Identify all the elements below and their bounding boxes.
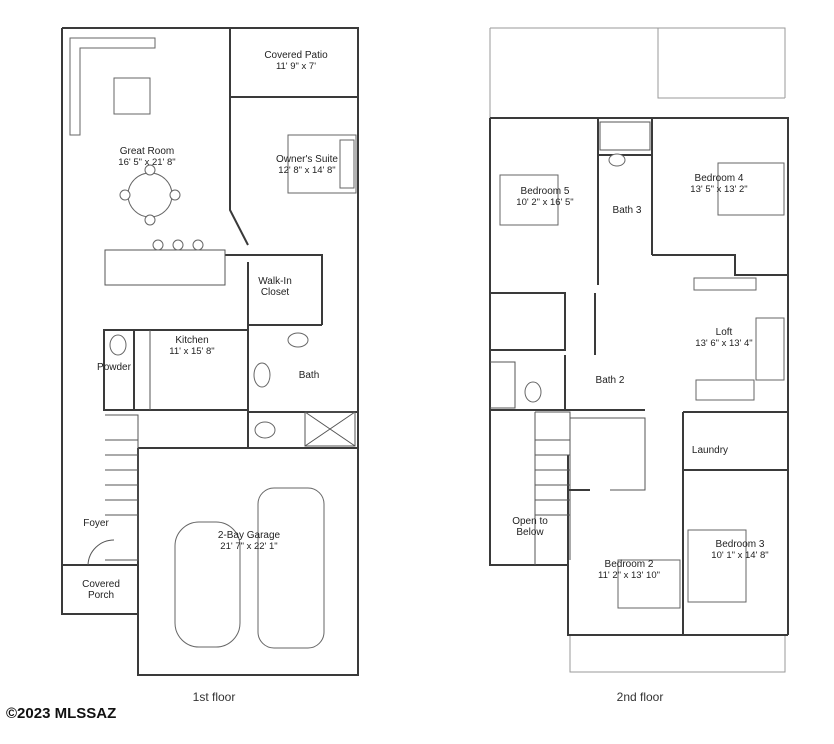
room-dims-garage: 21' 7" x 22' 1": [220, 541, 277, 552]
room-name-walk-in-closet: Closet: [261, 287, 290, 298]
room-name-bedroom5: Bedroom 5: [521, 186, 570, 197]
first-floor-plan: [61, 27, 359, 676]
room-name-bath: Bath: [299, 370, 320, 381]
room-dims-bedroom2: 11' 2" x 13' 10": [598, 570, 660, 581]
room-dims-owners-suite: 12' 8" x 14' 8": [278, 165, 335, 176]
copyright-watermark: ©2023 MLSSAZ: [6, 705, 116, 722]
room-name-open-to-below: Open to: [512, 516, 548, 527]
room-name-powder: Powder: [97, 362, 132, 373]
room-name-walk-in-closet: Walk-In: [258, 276, 292, 287]
room-name-bedroom3: Bedroom 3: [716, 539, 765, 550]
room-name-covered-patio: Covered Patio: [264, 50, 328, 61]
room-name-owners-suite: Owner's Suite: [276, 154, 338, 165]
room-name-open-to-below: Below: [516, 527, 544, 538]
first-floor-caption: 1st floor: [193, 690, 236, 704]
room-dims-covered-patio: 11' 9" x 7': [276, 61, 316, 72]
room-name-garage: 2-Bay Garage: [218, 530, 281, 541]
room-dims-bedroom5: 10' 2" x 16' 5": [516, 197, 573, 208]
room-name-loft: Loft: [716, 327, 733, 338]
room-dims-loft: 13' 6" x 13' 4": [695, 338, 752, 349]
room-name-covered-porch: Porch: [88, 590, 114, 601]
room-name-foyer: Foyer: [83, 518, 109, 529]
room-dims-bedroom4: 13' 5" x 13' 2": [690, 184, 747, 195]
room-name-bath2: Bath 2: [596, 375, 625, 386]
room-name-kitchen: Kitchen: [175, 335, 208, 346]
room-name-bath3: Bath 3: [613, 205, 642, 216]
room-dims-bedroom3: 10' 1" x 14' 8": [711, 550, 768, 561]
second-floor-caption: 2nd floor: [617, 690, 664, 704]
room-dims-great-room: 16' 5" x 21' 8": [118, 157, 175, 168]
room-name-great-room: Great Room: [120, 146, 174, 157]
room-name-bedroom2: Bedroom 2: [605, 559, 654, 570]
room-name-laundry: Laundry: [692, 445, 728, 456]
room-dims-kitchen: 11' x 15' 8": [169, 346, 214, 357]
room-name-bedroom4: Bedroom 4: [695, 173, 744, 184]
room-name-covered-porch: Covered: [82, 579, 120, 590]
second-floor-plan: [489, 27, 789, 673]
